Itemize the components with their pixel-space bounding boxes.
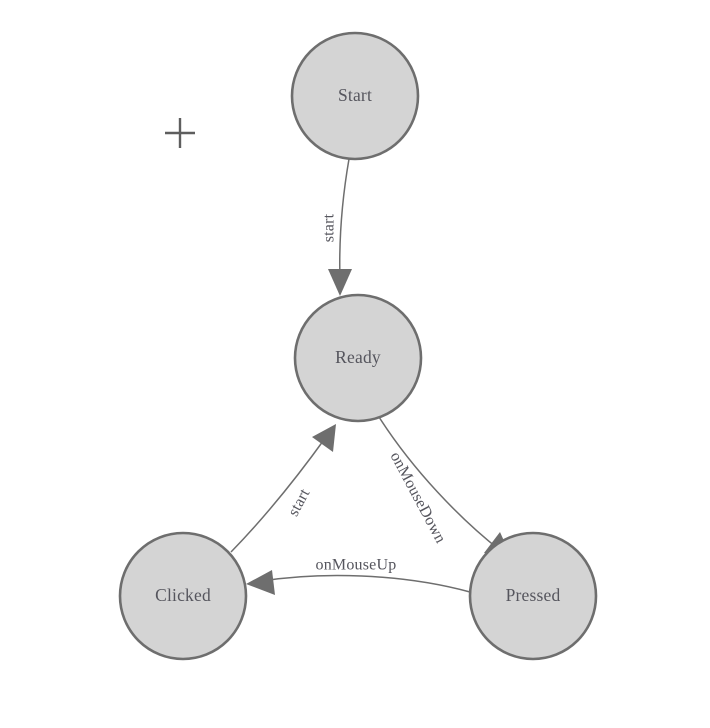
edge-ready-to-pressed[interactable]: onMouseDown bbox=[378, 416, 513, 561]
edge-pressed-to-clicked[interactable]: onMouseUp bbox=[246, 557, 471, 595]
node-pressed[interactable]: Pressed bbox=[468, 531, 598, 661]
node-pressed-circle bbox=[468, 531, 598, 661]
edge-start-to-ready-arrowhead bbox=[328, 269, 352, 296]
edge-label-start-to-ready: start bbox=[321, 213, 338, 242]
node-clicked-circle bbox=[118, 531, 248, 661]
node-start-circle bbox=[290, 31, 420, 161]
node-start[interactable]: Start bbox=[290, 31, 420, 161]
node-clicked[interactable]: Clicked bbox=[118, 531, 248, 661]
node-ready-circle bbox=[293, 293, 423, 423]
edge-label-ready-to-pressed: onMouseDown bbox=[387, 449, 449, 546]
node-start-label: Start bbox=[338, 85, 372, 105]
edge-start-to-ready[interactable]: start bbox=[321, 158, 352, 296]
edge-clicked-to-ready-path bbox=[230, 436, 327, 553]
node-ready-label: Ready bbox=[335, 347, 381, 367]
node-pressed-label: Pressed bbox=[506, 585, 561, 605]
edge-clicked-to-ready[interactable]: start bbox=[230, 424, 336, 553]
edge-label-clicked-to-ready: start bbox=[285, 486, 314, 519]
edge-start-to-ready-path bbox=[339, 158, 350, 282]
edge-pressed-to-clicked-path bbox=[261, 574, 471, 593]
plus-icon bbox=[165, 118, 195, 148]
edge-ready-to-pressed-path bbox=[378, 416, 502, 552]
node-clicked-label: Clicked bbox=[155, 585, 211, 605]
edge-pressed-to-clicked-arrowhead bbox=[246, 570, 275, 595]
edge-label-pressed-to-clicked: onMouseUp bbox=[316, 557, 397, 574]
edge-clicked-to-ready-arrowhead bbox=[312, 424, 336, 452]
node-ready[interactable]: Ready bbox=[293, 293, 423, 423]
